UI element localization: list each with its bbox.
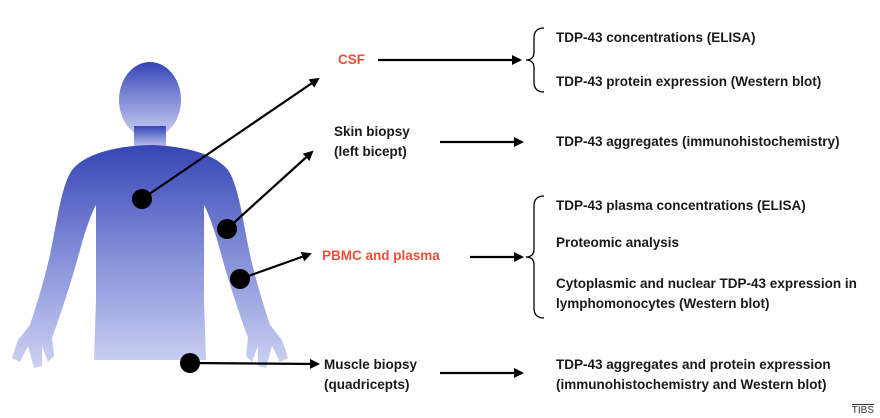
muscle-outcome-line2: (immunohistochemistry and Western blot)	[556, 377, 827, 392]
csf-label: CSF	[338, 52, 365, 67]
pbmc-plasma-label: PBMC and plasma	[322, 248, 440, 263]
muscle-outcome-line1: TDP-43 aggregates and protein expression	[556, 357, 831, 372]
muscle-biopsy-label-line2: (quadricepts)	[324, 377, 410, 392]
pbmc-outcome-cytoplasmic-line1: Cytoplasmic and nuclear TDP-43 expressio…	[556, 276, 857, 291]
human-body-figure	[12, 62, 288, 368]
csf-outcome-elisa: TDP-43 concentrations (ELISA)	[556, 30, 756, 45]
arrow-muscle	[189, 358, 320, 369]
journal-credit: TIBS	[851, 404, 875, 416]
pbmc-outcome-proteomics: Proteomic analysis	[556, 235, 680, 250]
skin-biopsy-label-line2: (left bicept)	[334, 144, 407, 159]
skin-outcome-ihc: TDP-43 aggregates (immunohistochemistry)	[556, 134, 840, 149]
arrow-pbmc	[239, 251, 312, 281]
arrow-skin	[226, 150, 314, 230]
pbmc-outcomes-brace	[525, 195, 545, 319]
csf-outcomes-brace	[525, 27, 545, 93]
pbmc-outcome-cytoplasmic-line2: lymphomonocytes (Western blot)	[556, 296, 770, 311]
csf-outcome-western-blot: TDP-43 protein expression (Western blot)	[556, 74, 822, 89]
arrow-csf	[141, 77, 320, 200]
skin-biopsy-label-line1: Skin biopsy	[334, 124, 410, 139]
muscle-biopsy-label-line1: Muscle biopsy	[324, 357, 418, 372]
pbmc-outcome-elisa: TDP-43 plasma concentrations (ELISA)	[556, 198, 806, 213]
